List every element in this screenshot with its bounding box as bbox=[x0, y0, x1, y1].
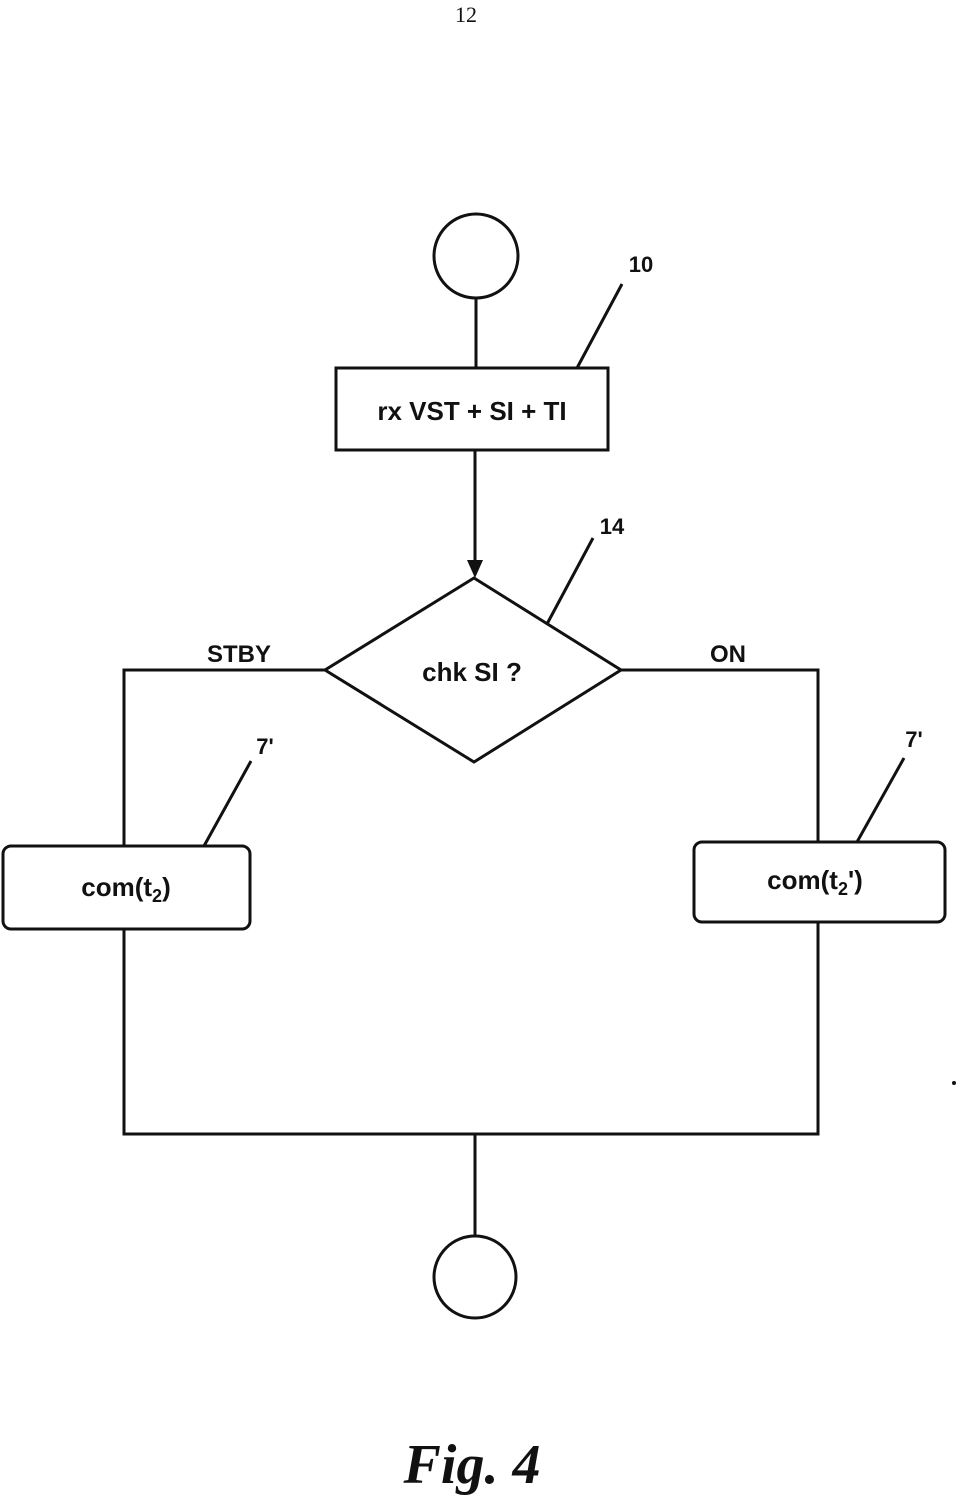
stray-dot bbox=[952, 1081, 956, 1085]
connector-left-branch bbox=[122, 668, 325, 846]
right-box-label: com(t2') bbox=[767, 865, 863, 899]
right-box-label-sub: 2 bbox=[838, 879, 848, 899]
left-box-ref-leader bbox=[202, 760, 253, 847]
right-box-label-tail: ') bbox=[848, 865, 863, 895]
branch-label-right: ON bbox=[710, 641, 746, 668]
left-box-ref-number: 7' bbox=[256, 734, 273, 759]
connector-merge bbox=[122, 922, 820, 1136]
process-box-label: rx VST + SI + TI bbox=[377, 396, 566, 426]
arrowhead-down bbox=[467, 560, 483, 578]
left-box-label-tail: ) bbox=[162, 872, 171, 902]
decision-label: chk SI ? bbox=[422, 657, 522, 687]
left-box-label: com(t2) bbox=[81, 872, 170, 906]
page-number: 12 bbox=[455, 2, 477, 27]
branch-label-left: STBY bbox=[207, 641, 271, 668]
start-terminal bbox=[432, 212, 520, 300]
right-box-label-main: com(t bbox=[767, 865, 838, 895]
left-box-label-main: com(t bbox=[81, 872, 152, 902]
right-box-ref-leader bbox=[855, 757, 906, 843]
decision-ref-number: 14 bbox=[600, 514, 625, 539]
figure-caption: Fig. 4 bbox=[403, 1434, 541, 1496]
connector-right-branch bbox=[621, 668, 820, 842]
left-box-label-sub: 2 bbox=[152, 886, 162, 906]
process-ref-leader bbox=[575, 283, 624, 369]
end-terminal bbox=[432, 1234, 518, 1320]
process-box bbox=[334, 366, 610, 452]
left-box bbox=[1, 844, 252, 931]
decision-ref-leader bbox=[545, 537, 595, 625]
right-box-ref-number: 7' bbox=[905, 727, 922, 752]
process-ref-number: 10 bbox=[629, 252, 653, 277]
